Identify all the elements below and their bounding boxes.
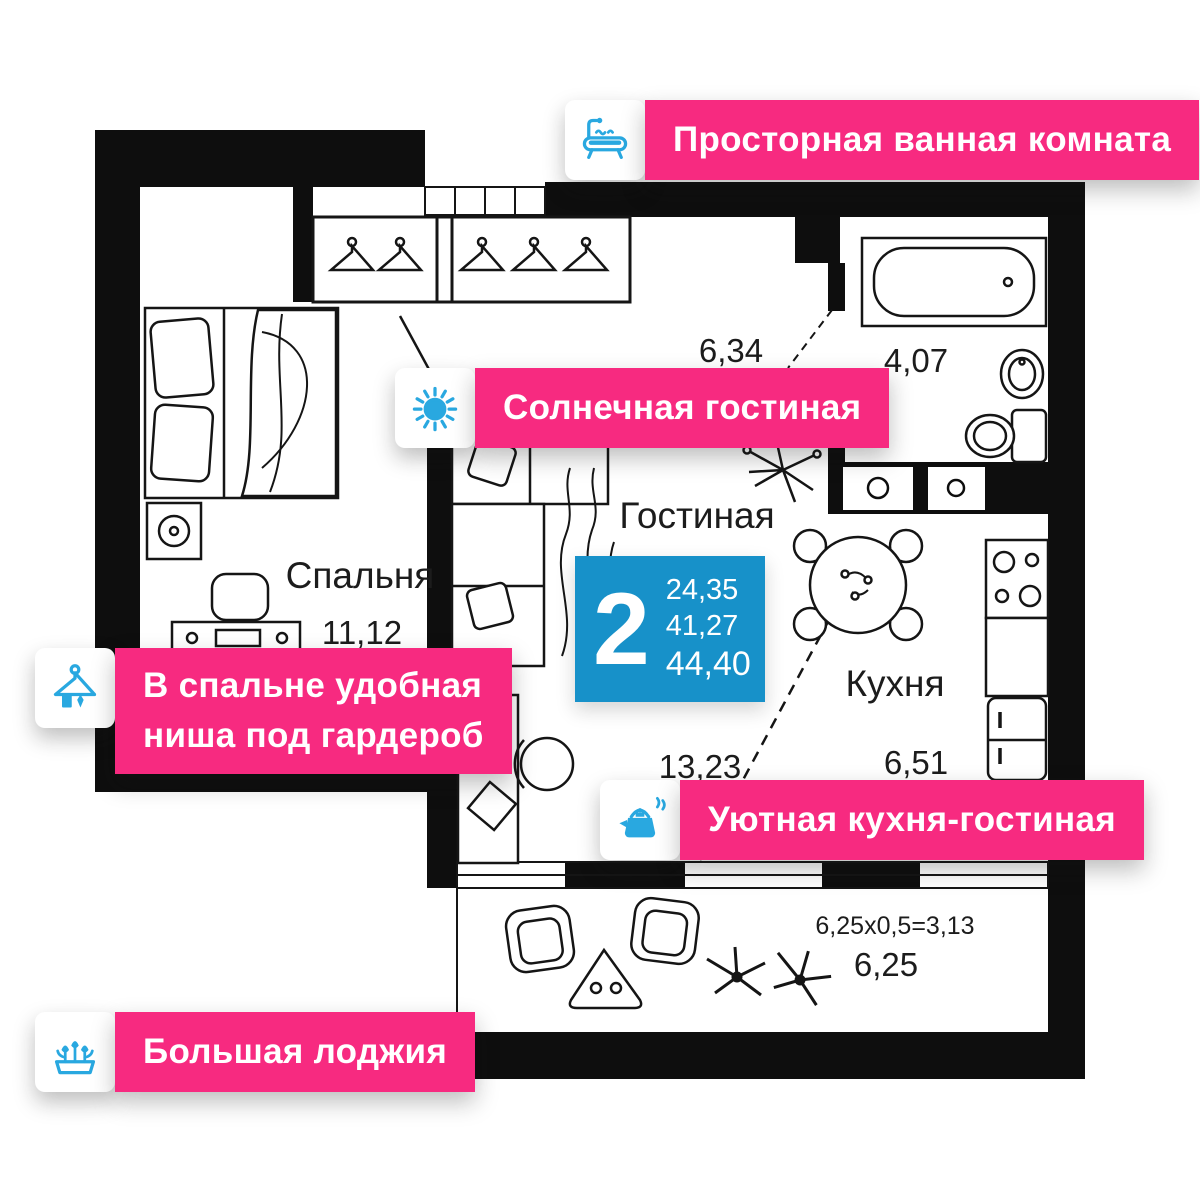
sun-icon	[395, 368, 475, 448]
badge-wardrobe-label: В спальне удобная ниша под гардероб	[115, 648, 512, 774]
kitchen-label: Кухня	[845, 663, 944, 704]
rooms-count: 2	[593, 572, 650, 686]
area-values: 24,35 41,27 44,40	[666, 573, 751, 685]
badge-living: Солнечная гостиная	[395, 368, 890, 448]
bathtub-icon	[565, 100, 645, 180]
toilet	[964, 408, 1048, 464]
badge-kitchen: Уютная кухня-гостиная	[600, 780, 1144, 860]
kitchen-counter	[984, 538, 1050, 782]
apartment-info-box: 2 24,35 41,27 44,40	[575, 556, 765, 702]
ac-unit	[145, 501, 203, 561]
badge-loggia-label: Большая лоджия	[115, 1012, 476, 1092]
badge-living-label: Солнечная гостиная	[475, 368, 890, 448]
living-width-dim: 6,34	[699, 332, 763, 369]
work-desk	[456, 693, 575, 865]
loggia-table	[568, 947, 643, 1010]
kettle-icon	[600, 780, 680, 860]
badge-bathroom-label: Просторная ванная комната	[645, 100, 1200, 180]
area-living: 24,35	[665, 574, 739, 607]
badge-kitchen-label: Уютная кухня-гостиная	[680, 780, 1144, 860]
area-no-loggia: 41,27	[665, 609, 739, 642]
loggia-armchairs	[504, 896, 700, 974]
kitchen-area: 6,51	[884, 744, 948, 781]
hanger-icon	[35, 648, 115, 728]
bathtub	[860, 236, 1048, 328]
bedroom-desk	[170, 572, 302, 656]
badge-wardrobe-line2: ниша под гардероб	[143, 716, 484, 755]
living-label: Гостиная	[619, 495, 774, 536]
bed	[143, 306, 340, 500]
loggia-area: 6,25	[854, 946, 918, 983]
badge-wardrobe: В спальне удобная ниша под гардероб	[35, 648, 512, 774]
badge-wardrobe-line1: В спальне удобная	[143, 666, 483, 706]
bathroom-area: 4,07	[884, 342, 948, 379]
badge-loggia: Большая лоджия	[35, 1012, 476, 1092]
laundry-appliances	[843, 467, 985, 510]
kitchen-table	[792, 528, 924, 642]
area-total: 44,40	[665, 644, 751, 683]
thin-walls	[311, 186, 1049, 1032]
loggia-plants	[706, 946, 832, 1006]
sink	[999, 348, 1045, 400]
wardrobe-hangers	[327, 236, 610, 272]
bedroom-label: Спальня	[286, 555, 435, 596]
loggia-calc: 6,25x0,5=3,13	[815, 912, 974, 940]
badge-bathroom: Просторная ванная комната	[565, 100, 1200, 180]
bedroom-area: 11,12	[322, 614, 402, 651]
flowers-icon	[35, 1012, 115, 1092]
bathroom-door-dashed	[787, 309, 833, 369]
living-area: 13,23	[659, 748, 742, 785]
